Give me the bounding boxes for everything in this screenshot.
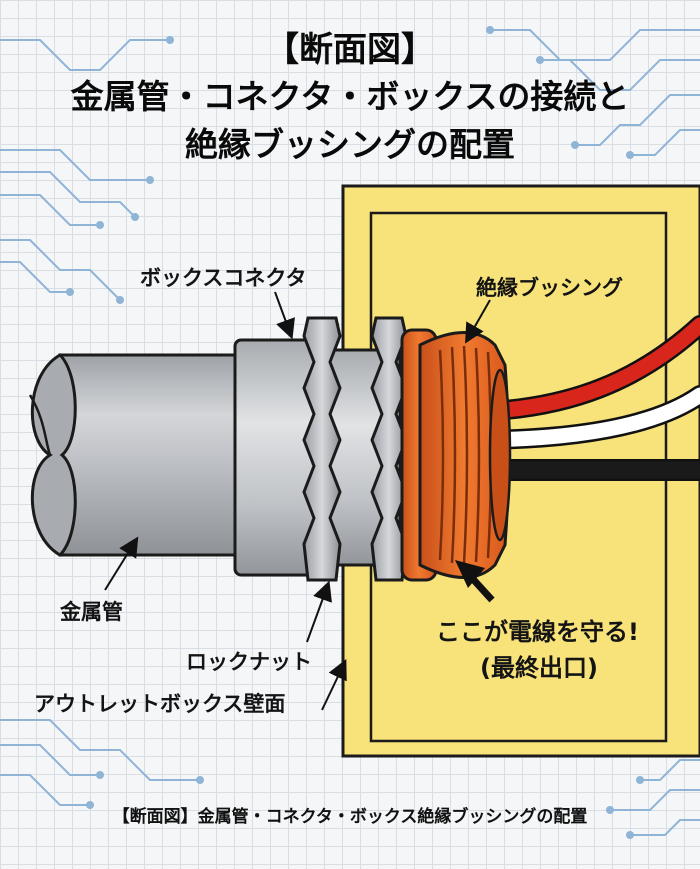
title-line-1: 【断面図】 bbox=[265, 30, 435, 70]
callout-arrow bbox=[455, 560, 495, 603]
label-metal-conduit: 金属管 bbox=[60, 600, 123, 624]
label-box-connector: ボックスコネクタ bbox=[140, 266, 307, 290]
label-outlet-box-wall: アウトレットボックス壁面 bbox=[34, 692, 286, 716]
lock-nut-outer bbox=[302, 316, 342, 582]
label-insulating-bushing: 絶縁ブッシング bbox=[476, 276, 623, 300]
metal-conduit bbox=[28, 353, 247, 557]
title-line-2: 金属管・コネクタ・ボックスの接続と bbox=[70, 77, 630, 116]
circuit-decoration bbox=[0, 29, 700, 836]
insulating-bushing bbox=[400, 328, 512, 582]
circuit-nodes bbox=[66, 26, 644, 839]
figure-caption: 【断面図】金属管・コネクタ・ボックス絶縁ブッシングの配置 bbox=[112, 807, 588, 827]
callout-text-line-1: ここが電線を守る! bbox=[436, 618, 639, 646]
leader-arrows bbox=[104, 291, 491, 711]
title-line-3: 絶縁ブッシングの配置 bbox=[185, 125, 515, 164]
label-lock-nut: ロックナット bbox=[186, 650, 312, 674]
callout-text-line-2: (最終出口) bbox=[480, 654, 598, 682]
